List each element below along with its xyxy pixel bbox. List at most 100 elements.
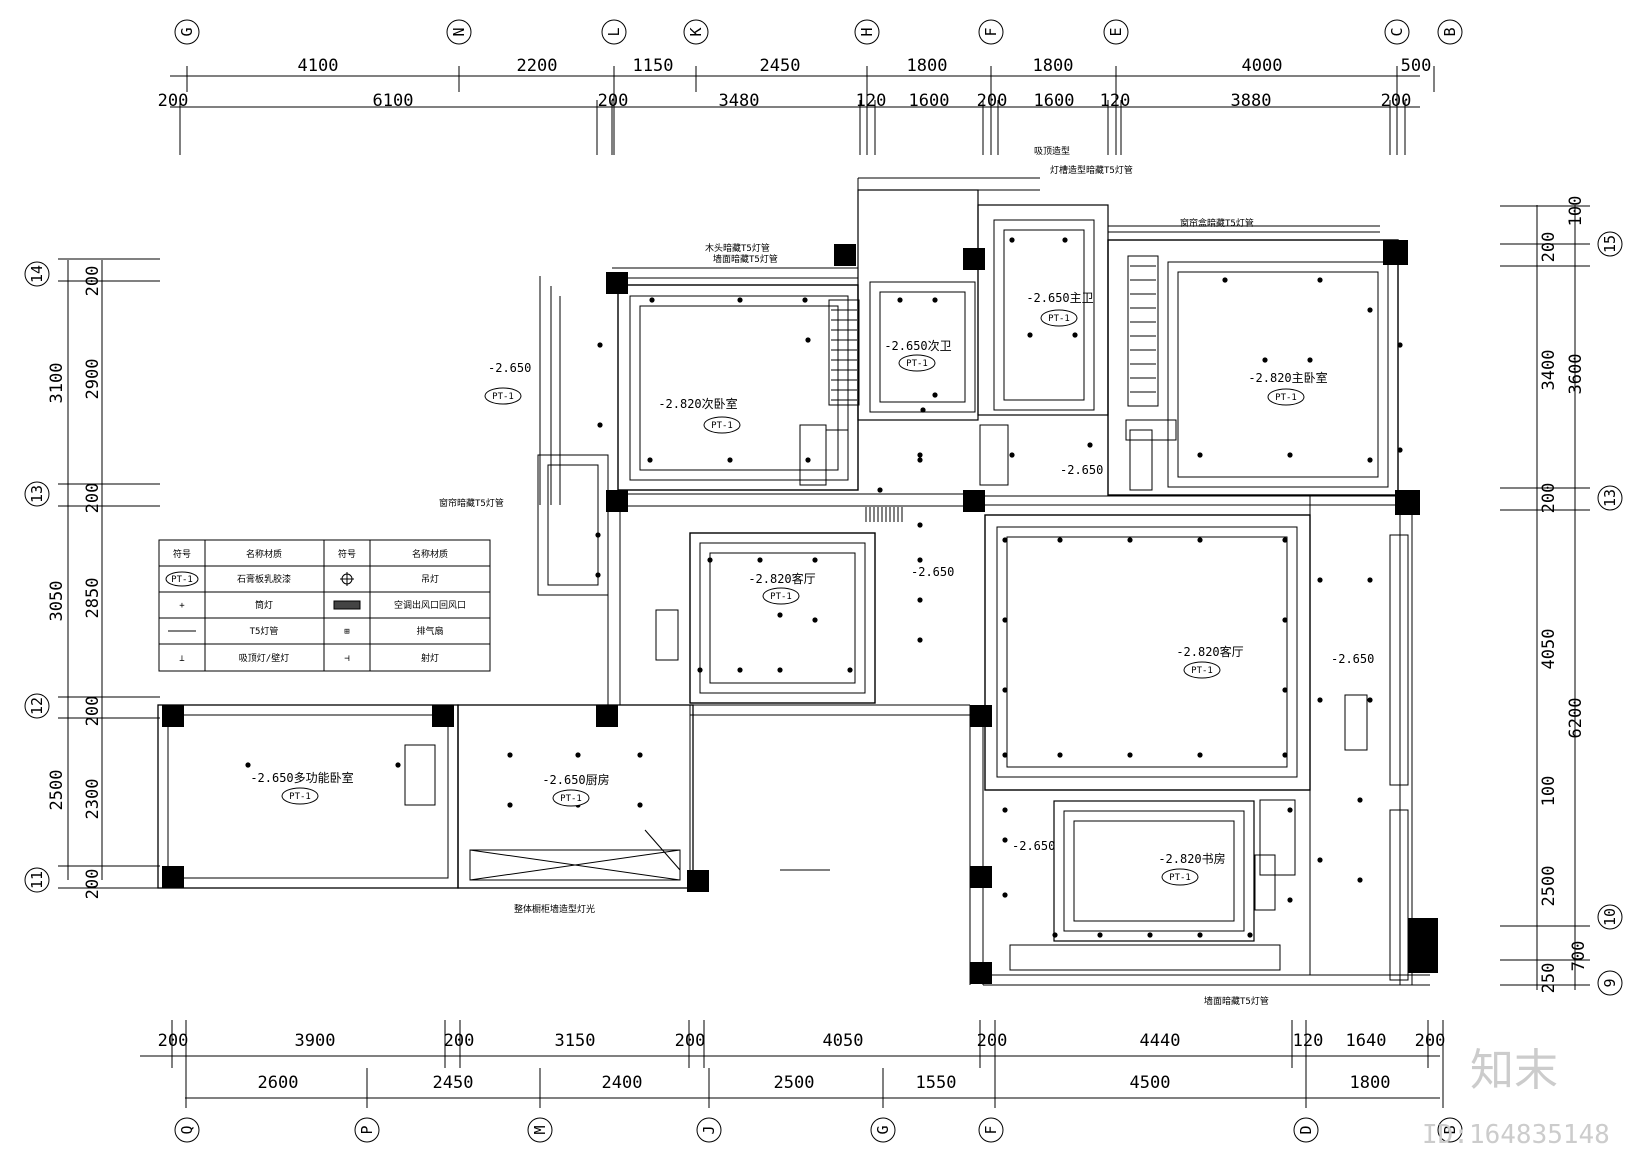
downlight (597, 342, 603, 348)
room-labels: -2.820次卧室 -2.650次卫 -2.650主卫 -2.820主卧室 -2… (250, 291, 1327, 866)
level-marks: -2.650 -2.650 -2.650 -2.650 -2.650 (488, 361, 1374, 853)
axis-bubble-bottom-7 (1437, 1117, 1463, 1143)
dim-top2-2: 200 (598, 91, 629, 111)
axis-bubble-right-1 (1597, 485, 1623, 511)
downlight (1317, 857, 1323, 863)
downlight (1222, 277, 1228, 283)
room-bath2: -2.650次卫 (884, 339, 951, 353)
column (596, 705, 618, 727)
plan-rect (1254, 854, 1276, 911)
downlight (777, 612, 783, 618)
downlight (917, 637, 923, 643)
tag-pt1-e: PT-1 (1275, 393, 1297, 403)
dim-top1-7: 500 (1401, 56, 1432, 76)
legend-r2-name2: 排气扇 (416, 625, 443, 637)
downlight (1247, 932, 1253, 938)
downlight (1002, 752, 1008, 758)
dim-left2-1: 3050 (47, 581, 67, 622)
axis-bottom-1: P (358, 1125, 376, 1134)
axis-left-1: 13 (28, 485, 46, 503)
dim-right1-8: 250 (1539, 963, 1559, 994)
plan-rect (1009, 944, 1281, 971)
axis-bubble-right-2 (1597, 904, 1623, 930)
downlight (1127, 752, 1133, 758)
legend-r2-code2: ⊞ (344, 627, 349, 637)
plan-rect (167, 714, 449, 879)
column (162, 705, 184, 727)
dim-top1-2: 1150 (633, 56, 674, 76)
downlight (1282, 752, 1288, 758)
axis-bottom-6: D (1297, 1125, 1315, 1134)
tag-pt1-h: PT-1 (289, 792, 311, 802)
dim-right1-5: 100 (1539, 776, 1559, 807)
plan-line (469, 849, 681, 881)
axis-left-2: 12 (28, 697, 46, 715)
dim-top2-10: 200 (1381, 91, 1412, 111)
plan-rect (828, 299, 860, 406)
downlight (1057, 752, 1063, 758)
watermark-brand: 知末 (1470, 1045, 1558, 1096)
legend-r3-name1: 吸顶灯/壁灯 (239, 652, 289, 664)
legend-h2: 名称材质 (246, 548, 282, 560)
plan-rect (457, 704, 694, 889)
dim-top2-6: 200 (977, 91, 1008, 111)
axis-top-7: C (1388, 27, 1406, 36)
downlight (245, 762, 251, 768)
axis-bottom-4: G (874, 1125, 892, 1134)
dim-right2-1: 6200 (1566, 698, 1586, 739)
level-1: -2.650 (488, 361, 531, 375)
dim-left1-6: 200 (83, 869, 103, 900)
plan-rect (1125, 419, 1177, 441)
axis-bubble-left-3 (24, 867, 50, 893)
axis-top-8: B (1441, 27, 1459, 36)
dim-left1-0: 200 (83, 266, 103, 297)
plan-rect (1344, 694, 1368, 751)
downlight (647, 457, 653, 463)
axis-bottom-3: J (700, 1125, 718, 1134)
dim-top1-5: 1800 (1033, 56, 1074, 76)
axis-top-0: G (178, 27, 196, 36)
plan-rect (1129, 429, 1153, 491)
callout-notes: 吸顶造型 灯槽造型暗藏T5灯管 窗帘盒暗藏T5灯管 木头暗藏T5灯管 墙面暗藏T… (439, 145, 1269, 1007)
dim-top1-4: 1800 (907, 56, 948, 76)
dim-bottom2-0: 2600 (258, 1073, 299, 1093)
downlight (1367, 457, 1373, 463)
dim-bottom1-7: 4440 (1140, 1031, 1181, 1051)
downlight (1397, 447, 1403, 453)
downlight (595, 532, 601, 538)
plan-rect (1167, 261, 1389, 488)
tag-pt1-c: PT-1 (906, 359, 928, 369)
axis-top-6: E (1107, 27, 1125, 36)
dim-bottom1-3: 3150 (555, 1031, 596, 1051)
axis-bubble-bottom-3 (696, 1117, 722, 1143)
legend-r1-name2: 空调出风口回风口 (394, 599, 466, 611)
dim-left2-2: 2500 (47, 770, 67, 811)
downlight (1367, 697, 1373, 703)
note-3: 窗帘盒暗藏T5灯管 (1180, 217, 1254, 229)
downlight (777, 667, 783, 673)
room-master: -2.820主卧室 (1248, 370, 1327, 385)
axis-letters: G N L K H F E C B Q P M J G F D B 14 13 … (28, 27, 1619, 1134)
room-kitchen: -2.650厨房 (542, 772, 609, 787)
column (687, 870, 709, 892)
axis-left-3: 11 (28, 871, 46, 889)
legend-r0-name1: 石膏板乳胶漆 (237, 573, 291, 585)
downlight (737, 667, 743, 673)
downlight (1287, 807, 1293, 813)
dim-bottom1-5: 4050 (823, 1031, 864, 1051)
plan-rect (1006, 536, 1288, 768)
legend-r2-name1: T5灯管 (250, 625, 279, 637)
dim-top2-3: 3480 (719, 91, 760, 111)
downlight (1197, 537, 1203, 543)
downlight (1262, 357, 1268, 363)
note-7: 整体橱柜墙造型灯光 (514, 903, 595, 915)
tag-pt1-g: PT-1 (1191, 666, 1213, 676)
plan-rect (1063, 810, 1245, 932)
downlight (1287, 897, 1293, 903)
legend-h1: 符号 (173, 548, 191, 560)
column (1408, 918, 1438, 973)
column (963, 248, 985, 270)
plan-rect (1107, 239, 1399, 496)
plan-rect (979, 424, 1009, 486)
dim-bottom1-4: 200 (675, 1031, 706, 1051)
